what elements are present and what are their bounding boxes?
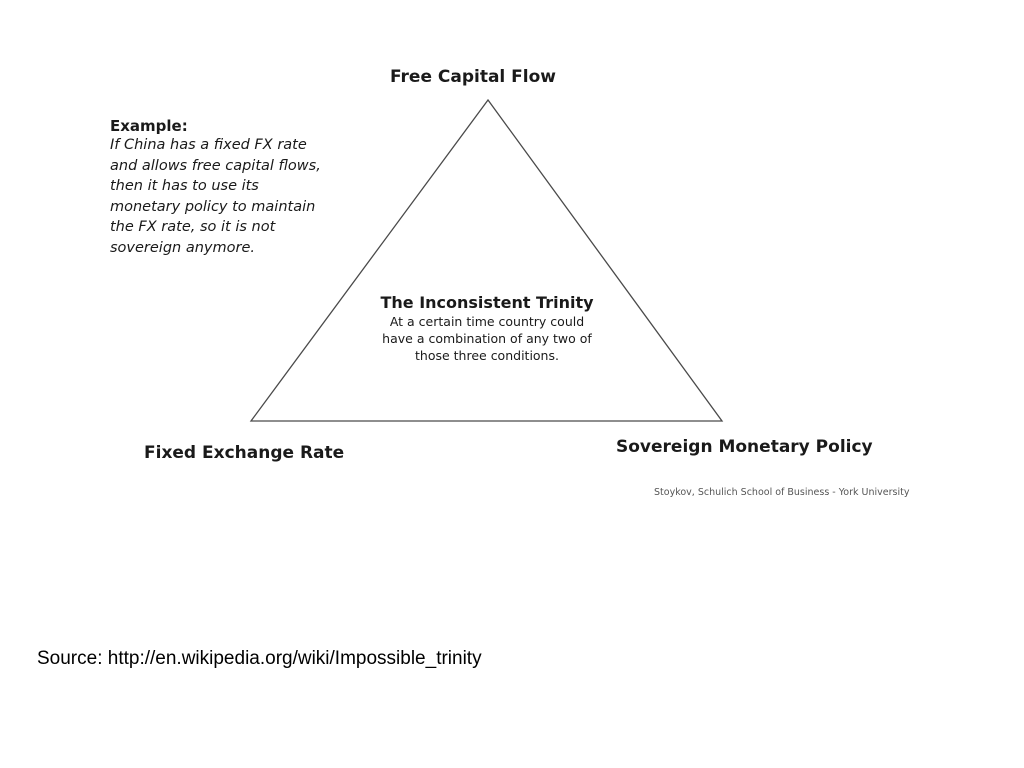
vertex-sovereign-monetary-policy: Sovereign Monetary Policy bbox=[616, 437, 873, 457]
example-line: then it has to use its bbox=[110, 178, 259, 194]
credit-line: Stoykov, Schulich School of Business - Y… bbox=[654, 487, 910, 498]
source-citation: Source: http://en.wikipedia.org/wiki/Imp… bbox=[37, 648, 482, 669]
trinity-text-line: those three conditions. bbox=[415, 348, 559, 363]
example-line: monetary policy to maintain bbox=[110, 198, 316, 215]
example-line: If China has a fixed FX rate bbox=[110, 137, 307, 153]
trinity-title: The Inconsistent Trinity bbox=[380, 293, 594, 312]
example-line: the FX rate, so it is not bbox=[110, 219, 276, 235]
trinity-text-line: have a combination of any two of bbox=[382, 331, 592, 346]
trinity-text-line: At a certain time country could bbox=[389, 314, 585, 329]
vertex-free-capital-flow: Free Capital Flow bbox=[390, 67, 556, 87]
triangle-outline bbox=[249, 98, 724, 422]
example-title: Example: bbox=[110, 117, 188, 135]
example-line: sovereign anymore. bbox=[110, 239, 255, 256]
trinity-description: The Inconsistent Trinity At a certain ti… bbox=[352, 293, 622, 364]
vertex-fixed-exchange-rate: Fixed Exchange Rate bbox=[144, 443, 345, 463]
example-line: and allows free capital flows, bbox=[110, 157, 321, 174]
example-note: Example: If China has a fixed FX rate an… bbox=[110, 117, 360, 258]
